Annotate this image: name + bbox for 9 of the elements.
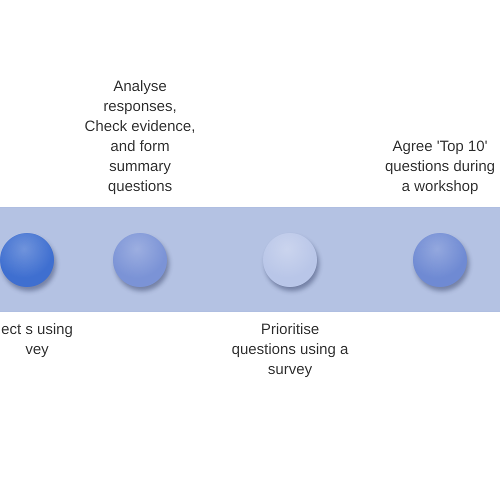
timeline-band bbox=[0, 207, 500, 312]
milestone-circle bbox=[0, 233, 54, 287]
step-caption: Prioritise questions using a survey bbox=[230, 320, 350, 380]
step-caption: Analyse responses, Check evidence, and form summary questions bbox=[84, 77, 196, 197]
milestone-circle bbox=[263, 233, 317, 287]
milestone-circle bbox=[413, 233, 467, 287]
step-caption: Agree 'Top 10' questions during a workshop bbox=[384, 137, 496, 197]
milestone-circle bbox=[113, 233, 167, 287]
step-caption: ect s using vey bbox=[0, 320, 74, 360]
